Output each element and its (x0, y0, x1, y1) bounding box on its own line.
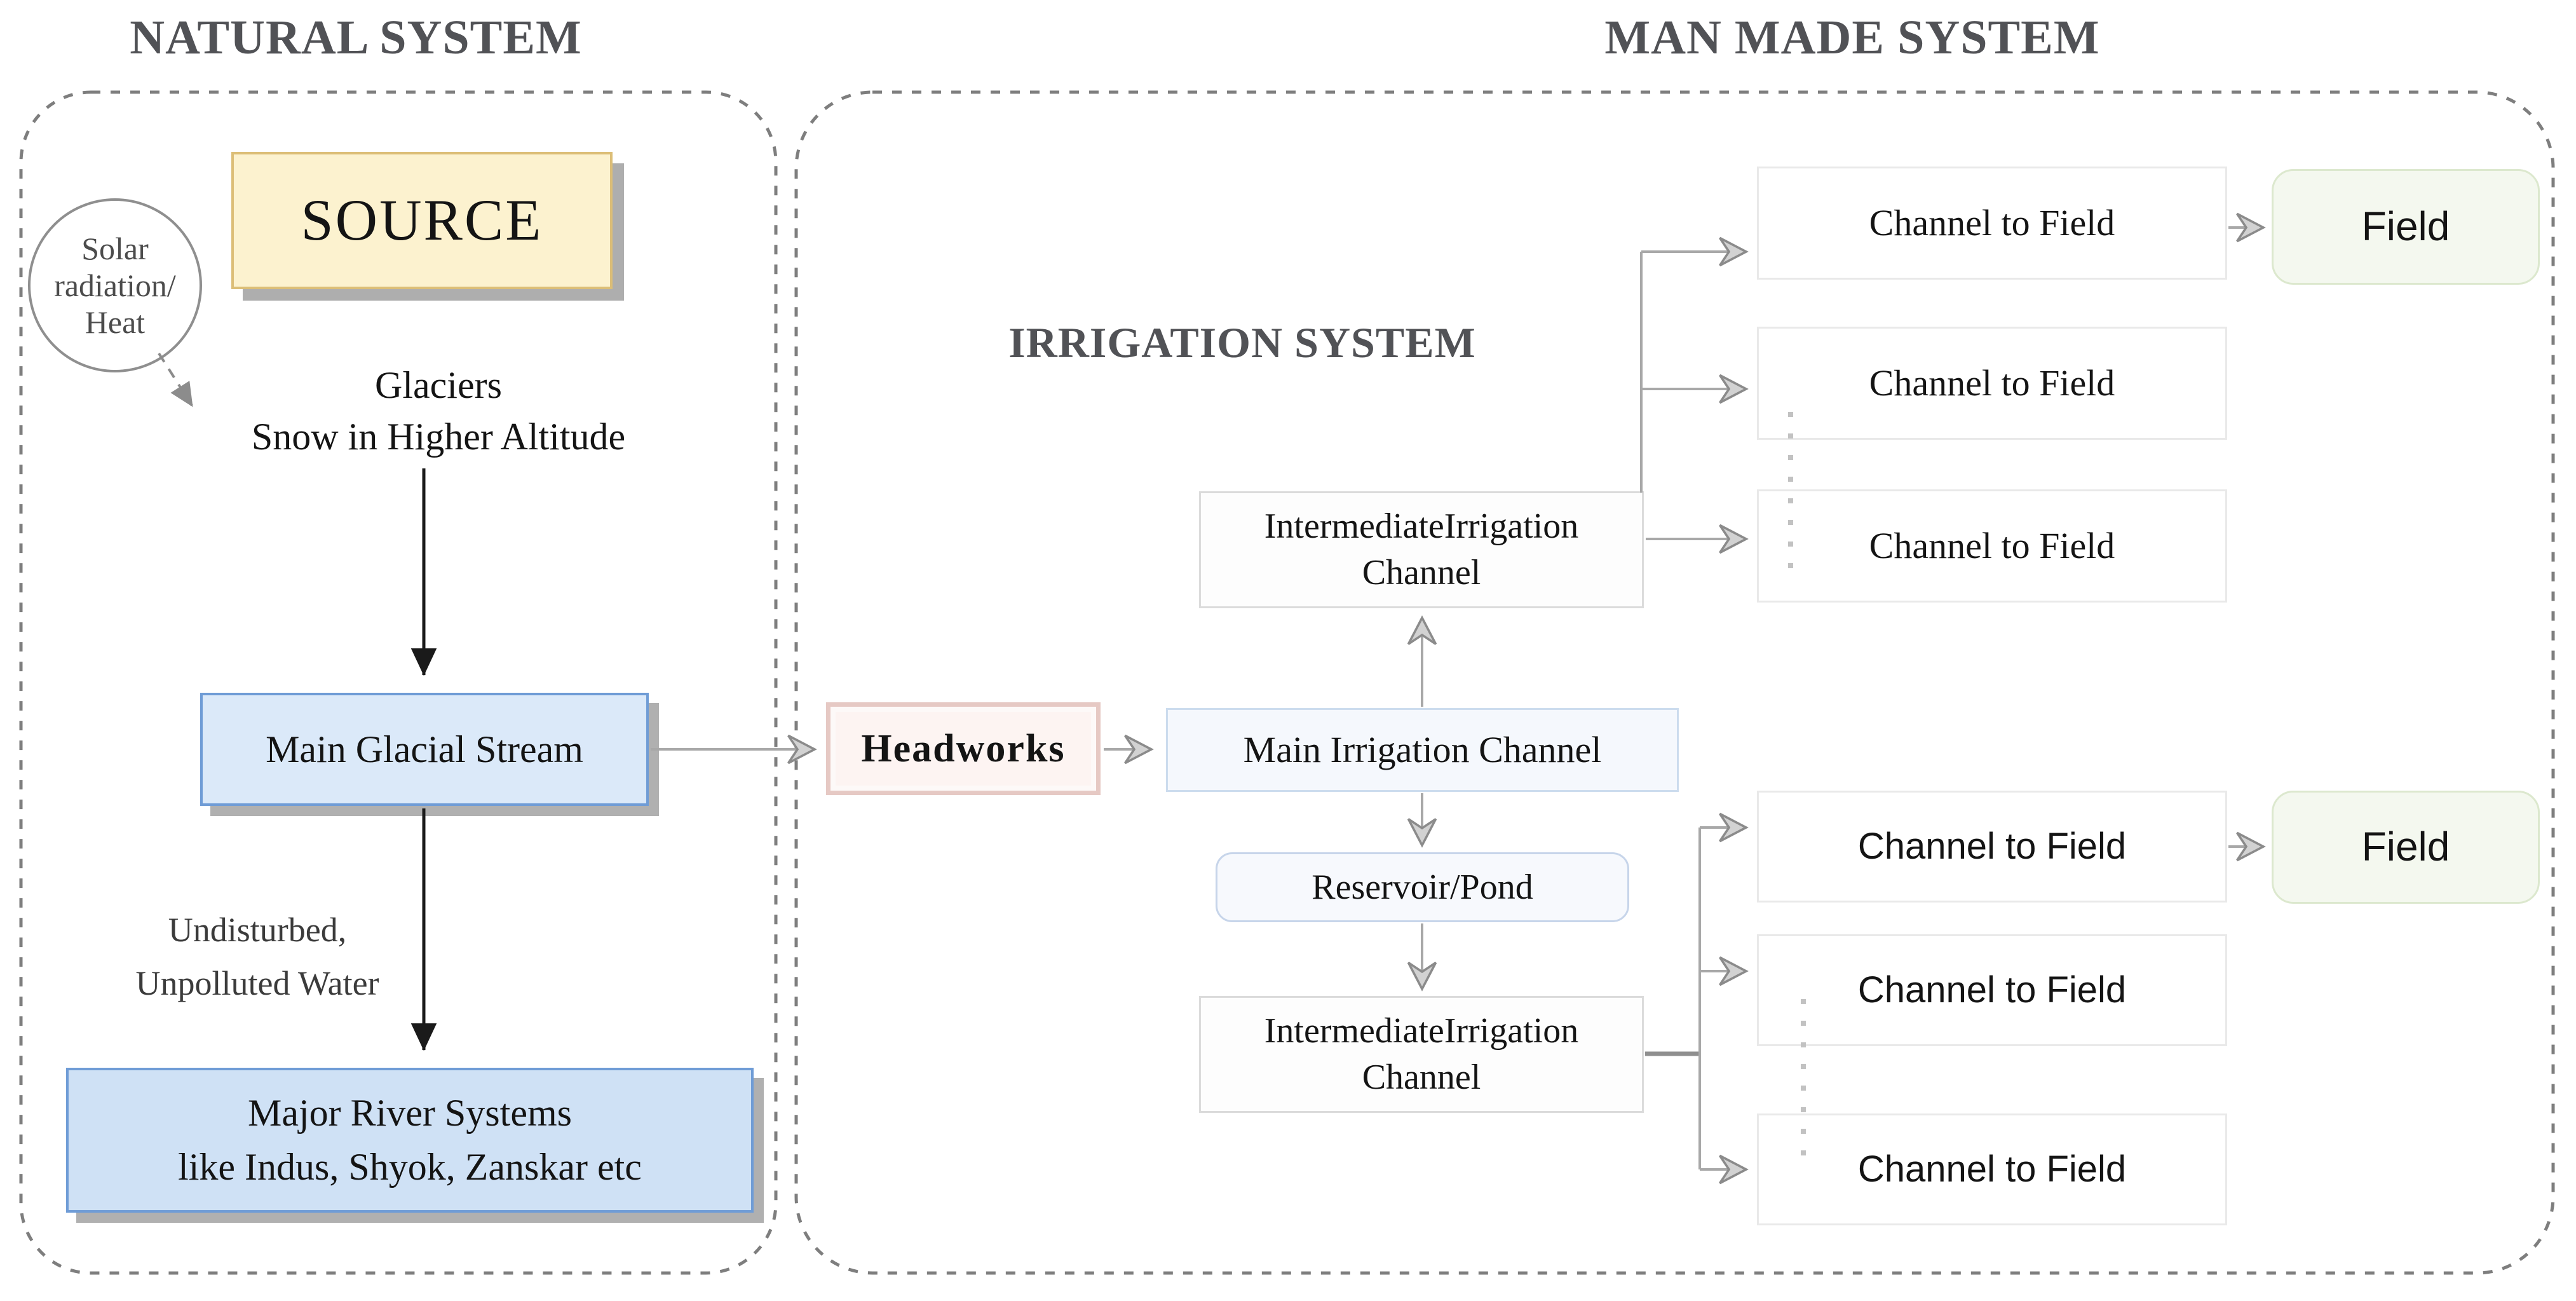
channel-to-field-label: Channel to Field (1857, 969, 2127, 1011)
natural-system-title: NATURAL SYSTEM (130, 11, 582, 64)
channel-to-field-bottom-1: Channel to Field (1757, 791, 2227, 903)
solar-line-3: Heat (85, 304, 146, 340)
channel-to-field-label: Channel to Field (1857, 826, 2127, 868)
source-label: SOURCE (301, 187, 543, 253)
solar-line-1: Solar (81, 231, 149, 266)
main-glacial-stream-label: Main Glacial Stream (266, 728, 583, 770)
water-note-line-2: Unpolluted Water (135, 964, 379, 1002)
channel-to-field-label: Channel to Field (1869, 362, 2115, 404)
headworks-label: Headworks (861, 726, 1066, 770)
main-glacial-stream-box: Main Glacial Stream (200, 693, 649, 806)
glaciers-line-2: Snow in Higher Altitude (251, 416, 626, 458)
solar-line-2: radiation/ (54, 268, 176, 303)
headworks-box: Headworks (826, 702, 1101, 795)
irrigation-system-title: IRRIGATION SYSTEM (1008, 318, 1476, 367)
channel-to-field-label: Channel to Field (1857, 1148, 2127, 1190)
intermediate-top-line-1: IntermediateIrrigation (1264, 507, 1579, 547)
channel-to-field-top-1: Channel to Field (1757, 167, 2227, 280)
water-note-line-1: Undisturbed, (168, 911, 347, 949)
glaciers-label: Glaciers Snow in Higher Altitude (165, 360, 712, 463)
reservoir-pond-label: Reservoir/Pond (1312, 867, 1533, 907)
solar-radiation-circle: Solar radiation/ Heat (28, 198, 202, 372)
main-irrigation-channel-box: Main Irrigation Channel (1166, 708, 1679, 792)
man-made-system-title: MAN MADE SYSTEM (1604, 11, 2100, 64)
field-box-bottom: Field (2272, 791, 2540, 904)
intermediate-irrigation-channel-bottom-box: IntermediateIrrigation Channel (1199, 996, 1644, 1113)
channel-to-field-label: Channel to Field (1869, 202, 2115, 244)
channel-to-field-label: Channel to Field (1869, 525, 2115, 567)
major-rivers-line-1: Major River Systems (248, 1091, 572, 1134)
major-river-systems-box: Major River Systems like Indus, Shyok, Z… (66, 1068, 754, 1213)
major-rivers-line-2: like Indus, Shyok, Zanskar etc (178, 1146, 642, 1188)
field-label: Field (2361, 203, 2450, 250)
main-irrigation-channel-label: Main Irrigation Channel (1243, 729, 1602, 771)
field-box-top: Field (2272, 169, 2540, 285)
reservoir-pond-box: Reservoir/Pond (1216, 852, 1629, 922)
field-label: Field (2361, 824, 2450, 870)
channel-to-field-bottom-2: Channel to Field (1757, 934, 2227, 1046)
channel-to-field-bottom-3: Channel to Field (1757, 1114, 2227, 1225)
channel-to-field-top-3: Channel to Field (1757, 489, 2227, 603)
glaciers-line-1: Glaciers (375, 364, 502, 406)
intermediate-bottom-line-2: Channel (1362, 1058, 1481, 1097)
intermediate-irrigation-channel-top-box: IntermediateIrrigation Channel (1199, 491, 1644, 608)
source-box: SOURCE (231, 152, 613, 289)
intermediate-top-line-2: Channel (1362, 553, 1481, 592)
intermediate-bottom-line-1: IntermediateIrrigation (1264, 1011, 1579, 1051)
channel-to-field-top-2: Channel to Field (1757, 327, 2227, 440)
water-note: Undisturbed, Unpolluted Water (57, 904, 458, 1010)
